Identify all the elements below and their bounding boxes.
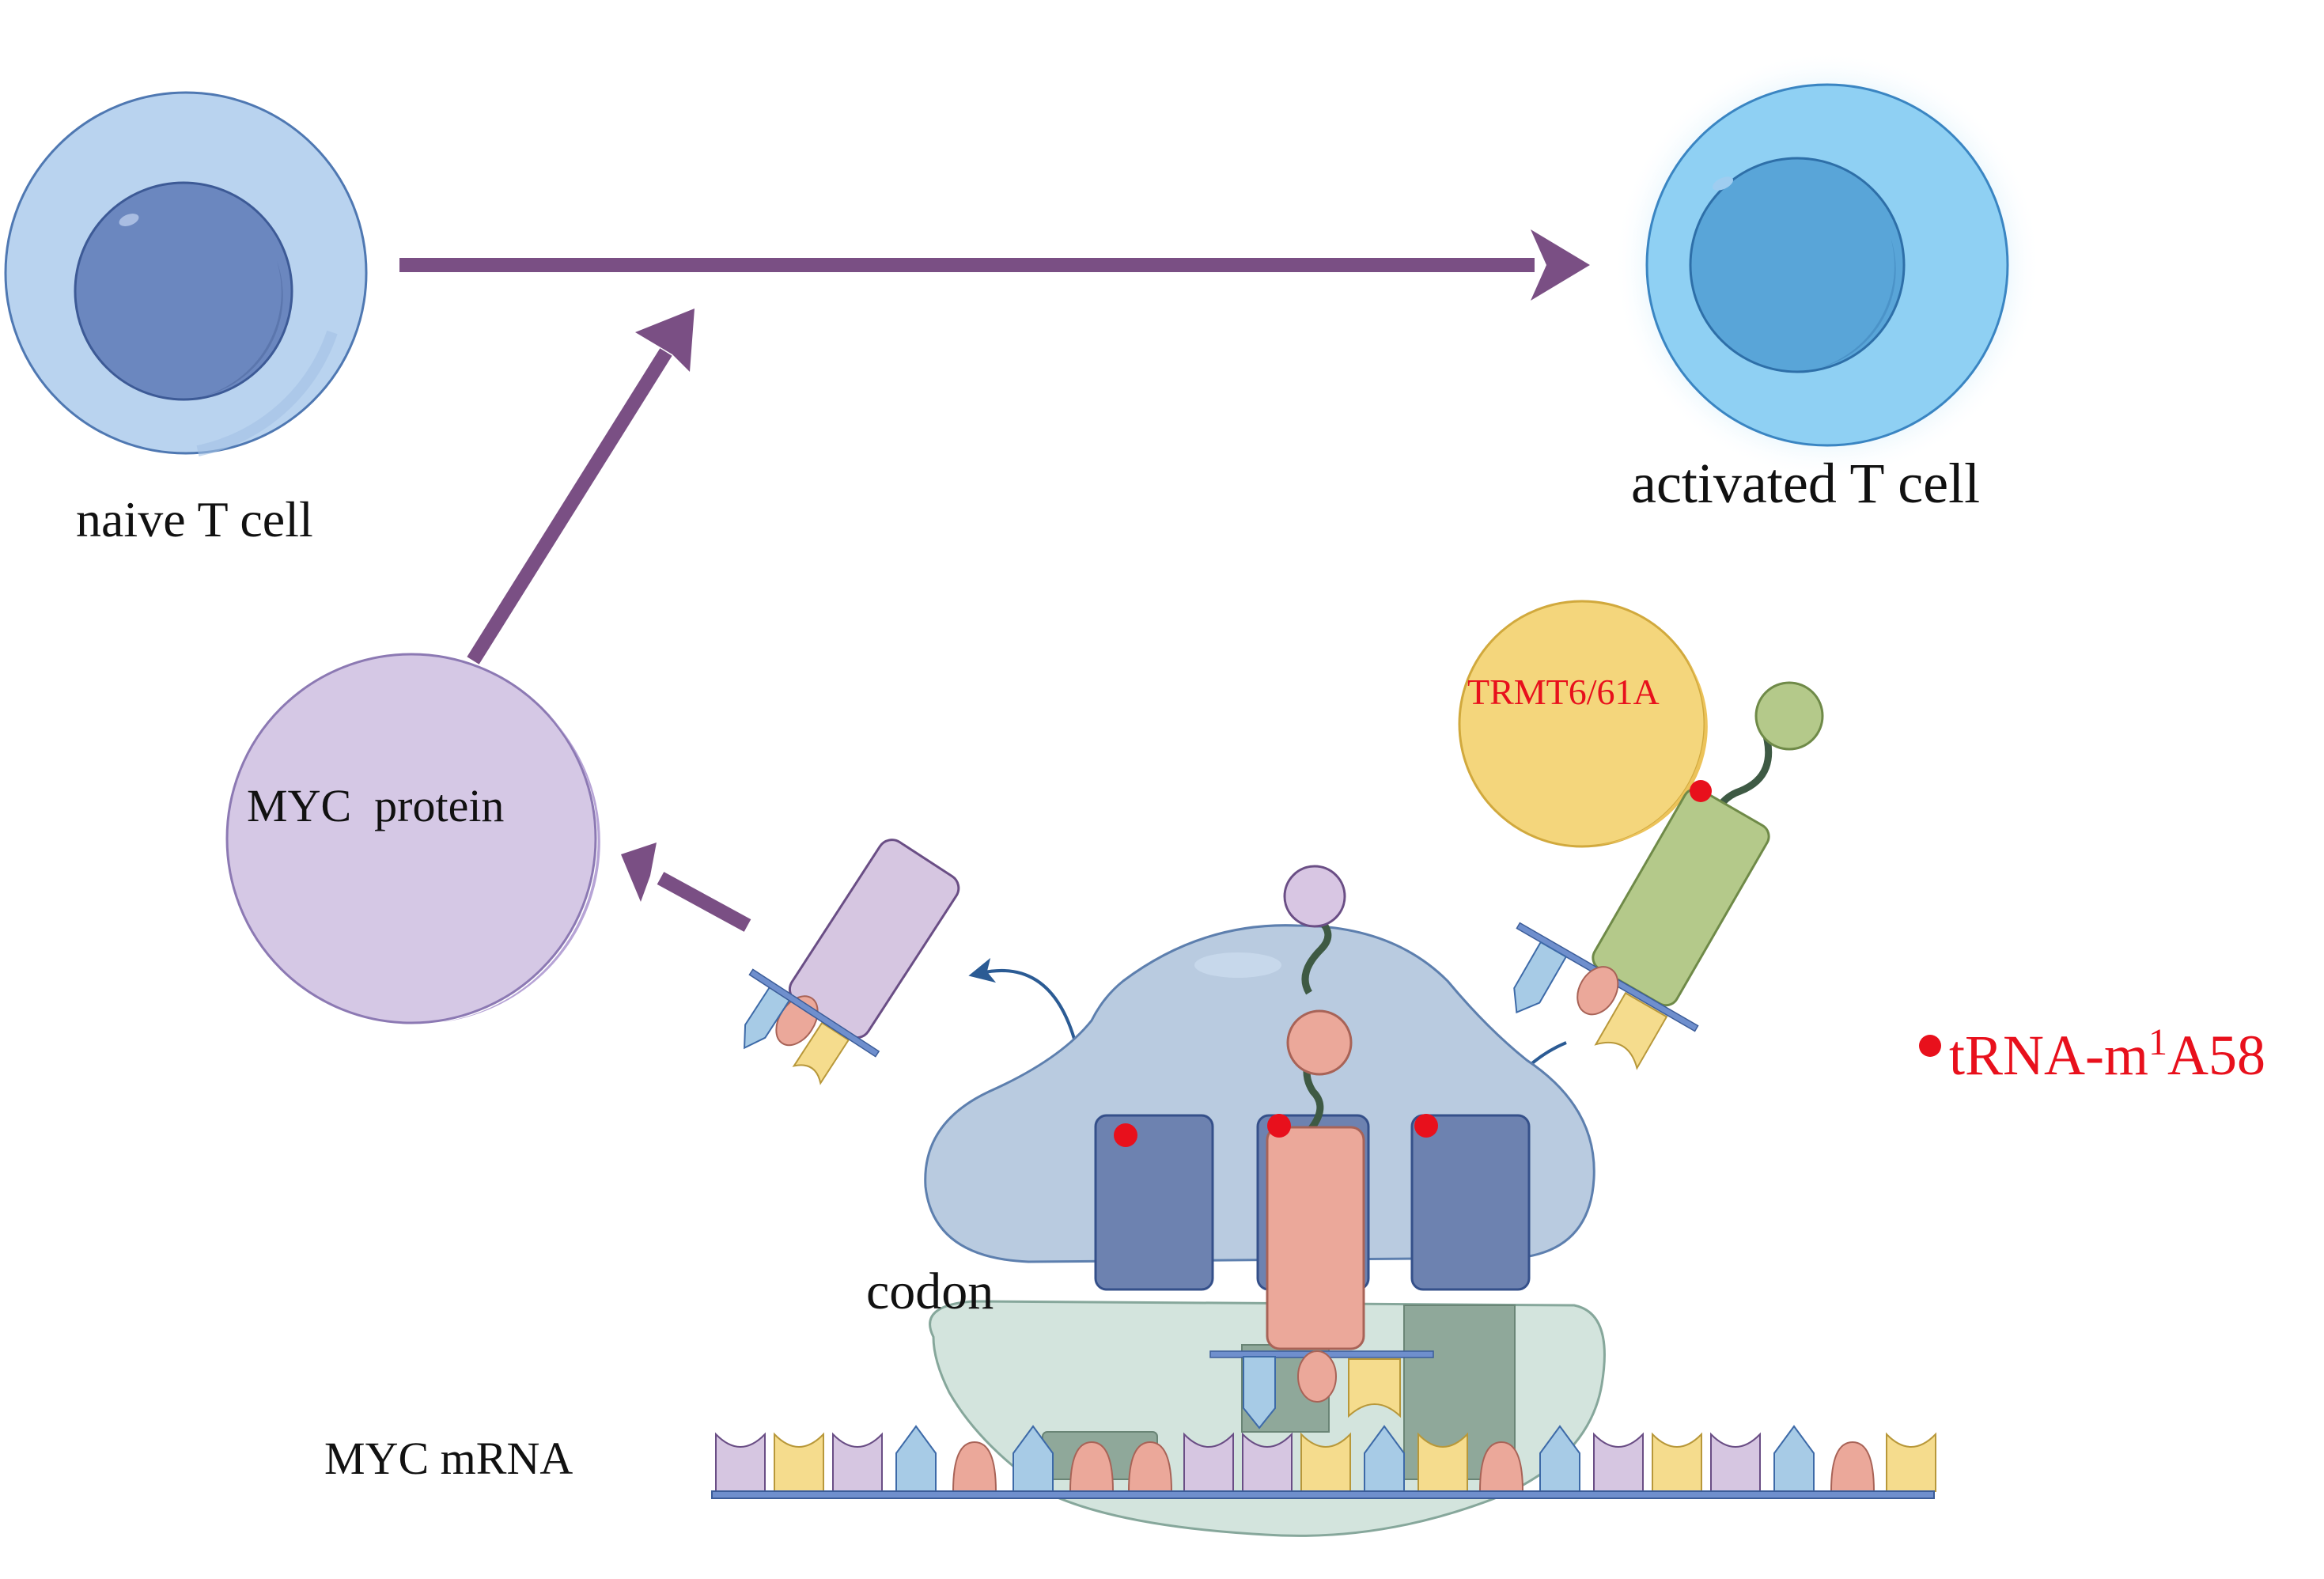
enzyme-trmt6-61a [1458,600,1708,848]
mrna-base-yellow [1417,1432,1468,1492]
exit-arrow [968,957,1077,1045]
activated-t-cell-label: activated T cell [1631,452,1981,515]
legend-dot [1919,1035,1941,1057]
mrna-base-purple [832,1432,883,1492]
trna-site-a [1410,1114,1531,1291]
m1a58-dot-site-e [1114,1123,1137,1147]
mrna-base-pink [1478,1441,1524,1492]
activation-arrowhead [1531,229,1590,301]
mrna-base-pink [1127,1441,1173,1492]
mrna-base-purple [1183,1432,1234,1492]
m1a58-dot-enzyme [1690,780,1712,802]
enzyme-label: TRMT6/61A [1467,672,1660,712]
mrna-base-purple [1593,1432,1644,1492]
mrna-base-pink [952,1441,997,1492]
myc-protein-label: MYC protein [247,780,505,831]
mrna-base-purple [715,1432,766,1492]
m1a58-dot-site-p [1267,1114,1291,1138]
naive-t-cell [4,91,368,456]
mrna-base-purple [1242,1432,1293,1492]
mrna-base-yellow [774,1432,824,1492]
trna-departing [744,839,960,1085]
mrna-base-purple [1710,1432,1761,1492]
mrna-base-pink [1069,1441,1115,1492]
mrna-base-yellow [1886,1432,1936,1492]
myc-to-activation-arrow [467,348,672,665]
legend-tail: A58 [2167,1024,2265,1087]
naive-t-cell-label: naive T cell [76,491,313,547]
mrna-base-yellow [1300,1432,1351,1492]
legend-text: tRNA-m [1949,1024,2148,1087]
activated-t-cell [1614,51,2041,479]
mrna-base-yellow [1652,1432,1702,1492]
translation-arrowhead [621,843,657,902]
myc-mrna-label: MYC mRNA [324,1433,573,1484]
trna-incoming [1513,681,1824,1070]
mrna-backbone [711,1490,1935,1499]
mrna-base-blue [895,1425,937,1492]
myc-mrna-strand [711,1425,1936,1499]
mrna-base-pink [1830,1441,1875,1492]
legend-label: tRNA-m1A58 [1949,1020,2265,1089]
trna-peptidyl [1209,865,1434,1429]
codon-label: codon [866,1263,994,1320]
legend-superscript: 1 [2148,1021,2167,1063]
translation-arrow [657,872,751,932]
trna-site-e [1094,1114,1214,1291]
myc-to-activation-arrowhead [635,309,695,372]
mrna-base-blue [1773,1425,1815,1492]
myc-protein [225,653,600,1024]
m1a58-dot-site-a [1414,1114,1438,1138]
